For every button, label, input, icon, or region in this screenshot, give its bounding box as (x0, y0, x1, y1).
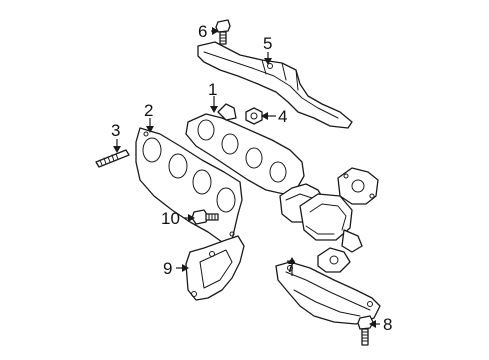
bolt-top (215, 19, 231, 45)
callout-5: 5 (263, 34, 272, 53)
callout-6: 6 (198, 22, 207, 41)
upper-heat-shield (197, 41, 353, 129)
exhaust-manifold (185, 103, 379, 273)
lower-heat-shield (275, 261, 381, 325)
nut (245, 107, 263, 125)
bolt-lower-right (357, 315, 374, 346)
stud (95, 149, 130, 168)
callout-8: 8 (383, 315, 392, 334)
callout-7: 7 (286, 257, 295, 276)
callout-4: 4 (278, 107, 287, 126)
callout-10: 10 (161, 209, 180, 228)
leader-lines (113, 27, 380, 328)
callout-3: 3 (111, 121, 120, 140)
callout-9: 9 (163, 259, 172, 278)
callout-2: 2 (144, 101, 153, 120)
support-bracket (185, 235, 245, 301)
callout-1: 1 (208, 80, 217, 99)
